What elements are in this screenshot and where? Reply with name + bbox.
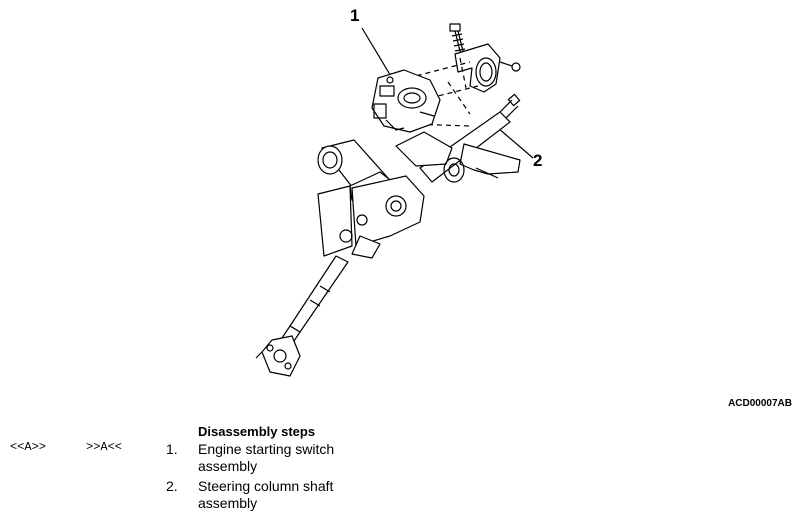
steering-column-tube-illustration [395,93,521,183]
step-text: Steering column shaft assembly [198,478,334,511]
clamp-bracket-illustration [454,43,521,93]
engine-starting-switch-illustration [371,69,441,133]
installation-reference-mark: >>A<< [86,440,123,454]
step-number: 1. [166,441,178,457]
callout-2-leader [497,127,534,159]
gear-housing-illustration [317,175,425,259]
callout-1: 1 [350,6,360,25]
steering-column-exploded-illustration [255,23,534,377]
figure-code: ACD00007AB [728,398,792,409]
step-number: 2. [166,478,178,494]
intermediate-shaft-illustration [281,255,349,345]
callout-2: 2 [533,151,543,170]
step-text: Engine starting switch assembly [198,441,335,474]
bolt-illustration [449,23,466,56]
universal-joint-illustration [255,335,301,377]
disassembly-steps-title: Disassembly steps [198,424,316,439]
removal-reference-mark: <<A>> [10,440,47,454]
